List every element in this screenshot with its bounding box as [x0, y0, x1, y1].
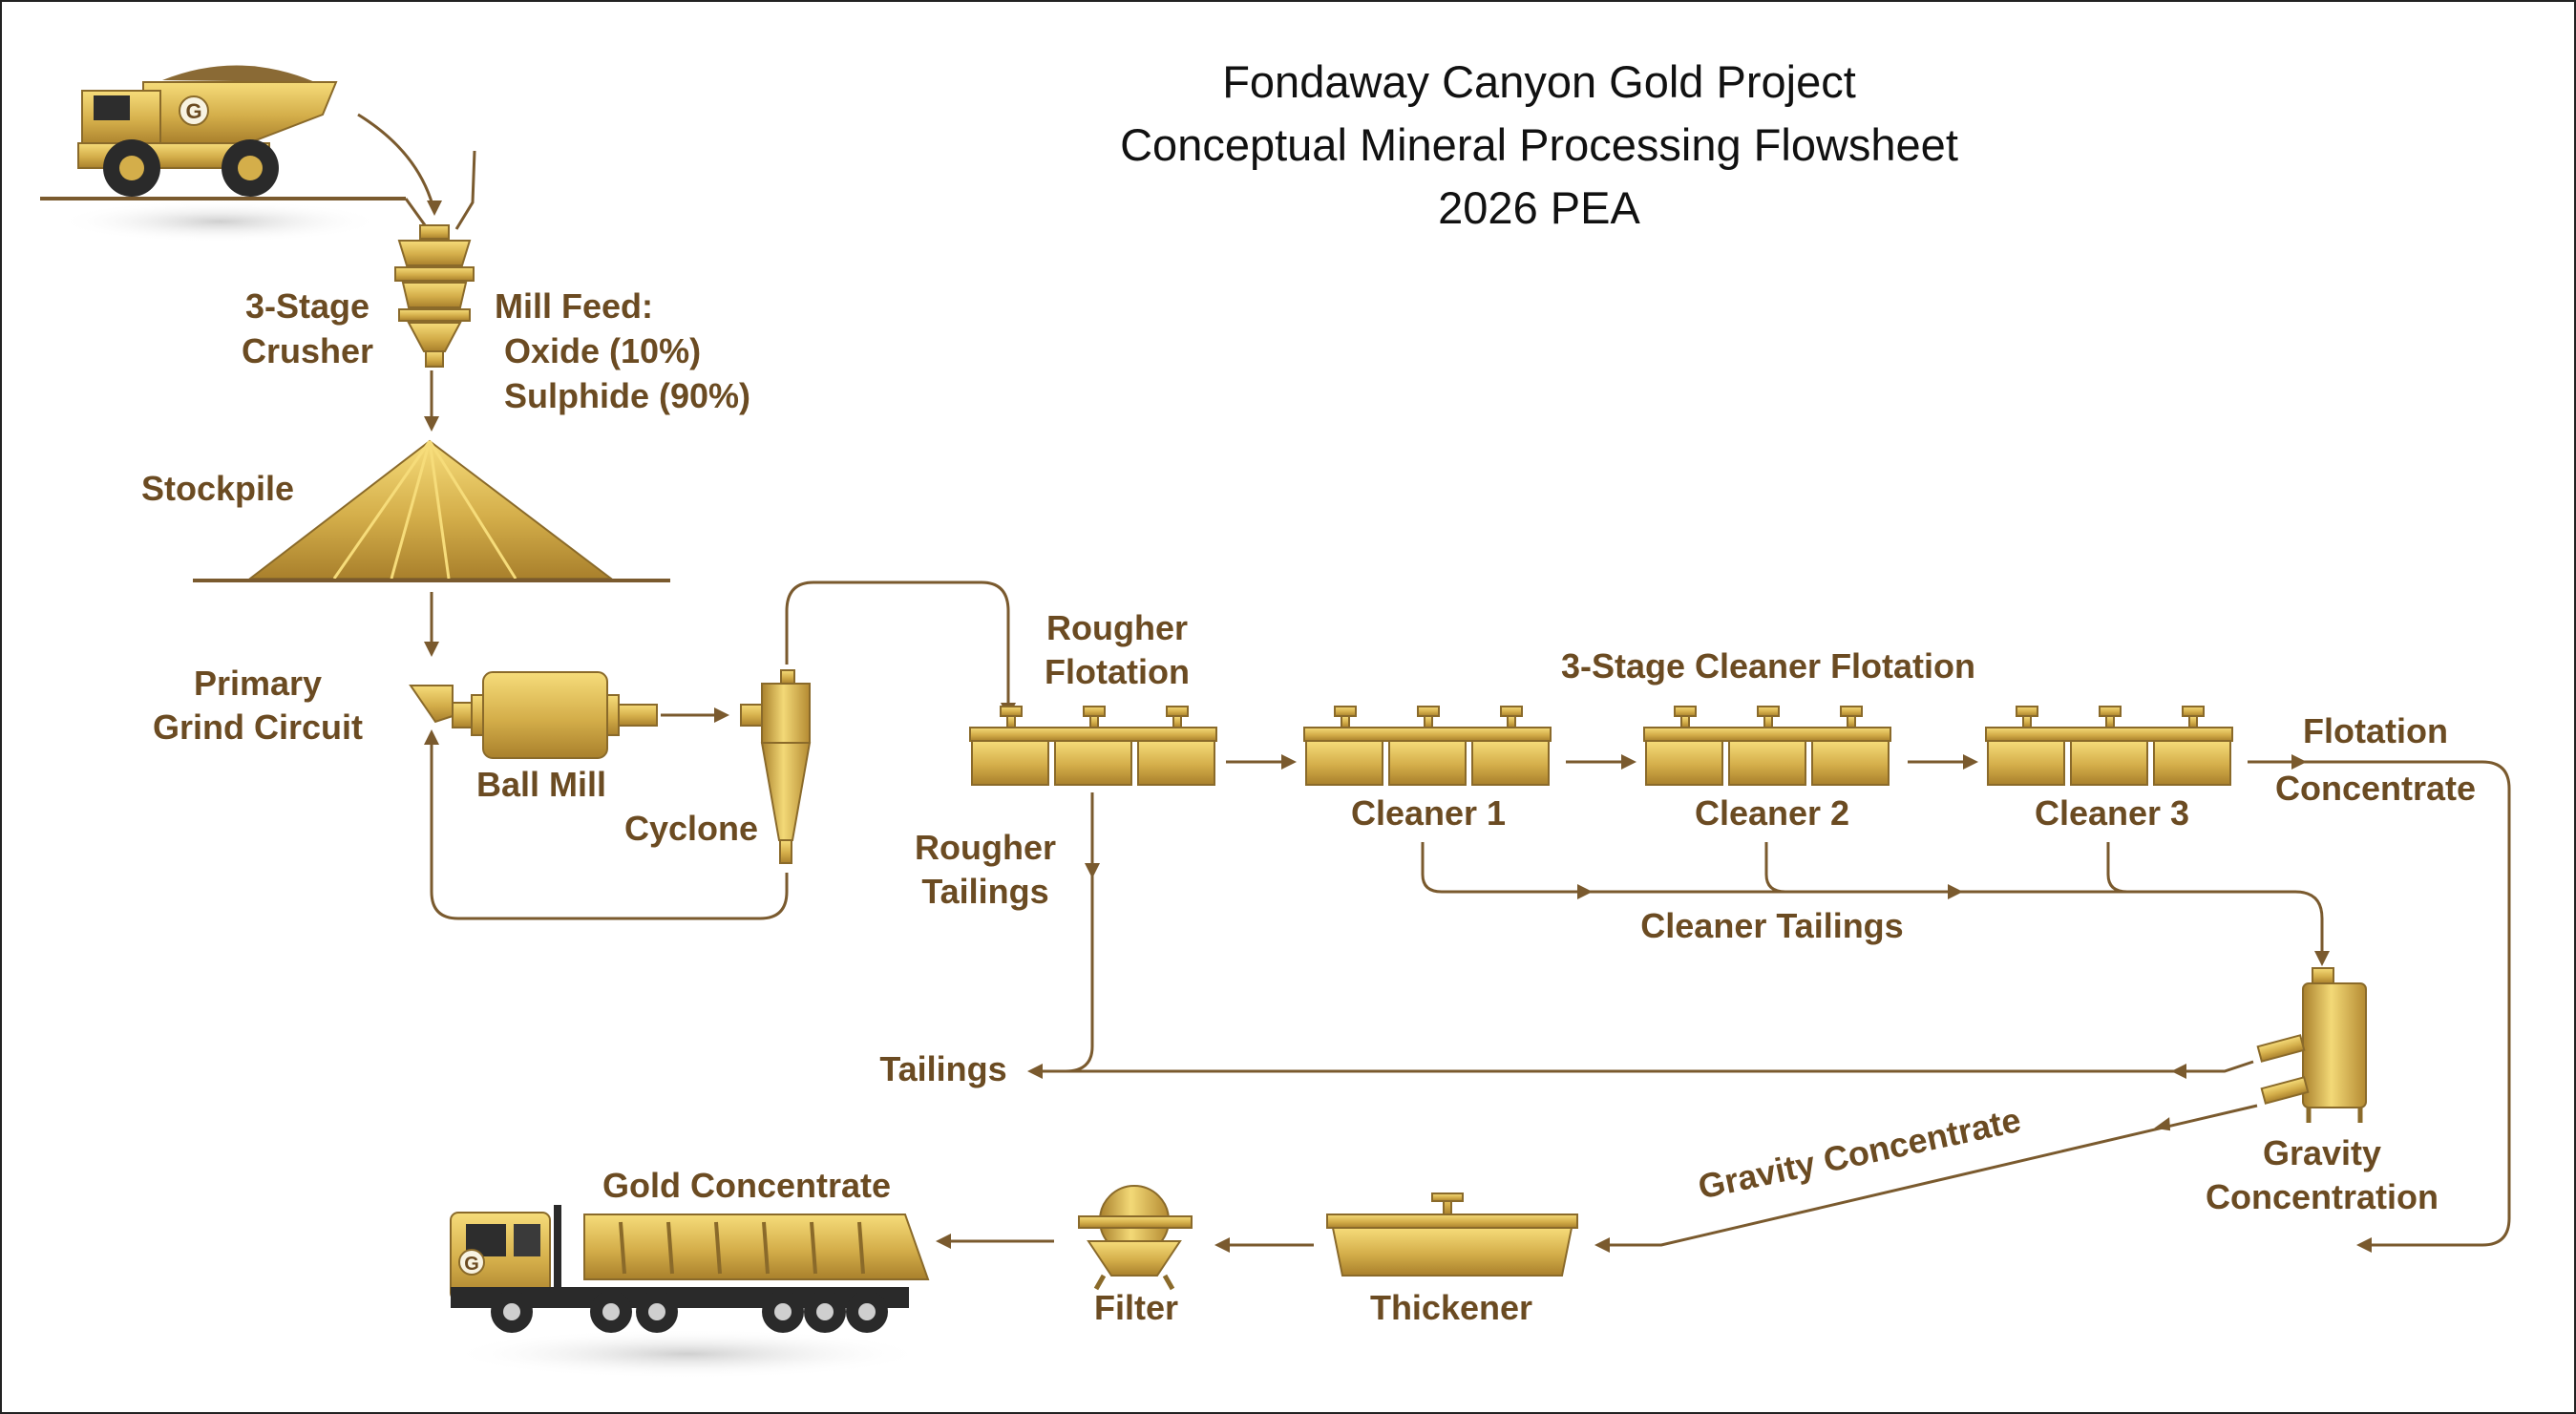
cleaner-1-label: Cleaner 1: [1351, 793, 1506, 833]
concentrate-truck-logo: G: [464, 1254, 479, 1275]
rougher-tailings-label-line2: Tailings: [921, 872, 1048, 911]
rougher-tailings-label-line1: Rougher: [915, 828, 1056, 867]
crusher-label-line1: 3-Stage: [245, 286, 370, 326]
gravity-concentration-label-line1: Gravity: [2263, 1133, 2381, 1172]
filter-icon: [1078, 1185, 1193, 1291]
ball-mill-icon: [409, 671, 658, 759]
crusher-label-line2: Crusher: [242, 331, 373, 370]
diagram-title: Fondaway Canyon Gold Project: [1222, 56, 1856, 107]
cleaner-flotation-label: 3-Stage Cleaner Flotation: [1561, 646, 1975, 686]
cleaner-3-cells-icon: [1985, 706, 2233, 786]
cyclone-label: Cyclone: [624, 809, 758, 848]
rougher-flotation-label-line2: Flotation: [1045, 652, 1190, 691]
haul-truck-logo: G: [185, 99, 201, 123]
gold-concentrate-label: Gold Concentrate: [602, 1166, 891, 1205]
flotation-concentrate-label-line2: Concentrate: [2275, 769, 2476, 808]
diagram-study-label: 2026 PEA: [1438, 182, 1640, 233]
rougher-flotation-label-line1: Rougher: [1046, 608, 1188, 647]
primary-grind-label-line1: Primary: [194, 664, 322, 703]
stockpile-label: Stockpile: [141, 469, 294, 508]
filter-label: Filter: [1094, 1288, 1178, 1327]
gravity-concentrator-icon: [2256, 967, 2367, 1123]
mill-feed-label: Mill Feed:: [495, 286, 653, 326]
cleaner-tailings-label: Cleaner Tailings: [1640, 906, 1903, 945]
rougher-flotation-cells-icon: [969, 706, 1217, 786]
concentrate-truck-icon: G: [449, 1205, 930, 1379]
thickener-label: Thickener: [1370, 1288, 1532, 1327]
stockpile-icon: [193, 439, 670, 582]
thickener-icon: [1326, 1192, 1578, 1277]
primary-grind-label-line2: Grind Circuit: [153, 707, 363, 747]
cleaner-2-cells-icon: [1643, 706, 1891, 786]
ball-mill-label: Ball Mill: [476, 765, 606, 804]
crusher-icon: [394, 224, 475, 368]
cyclone-icon: [740, 669, 812, 864]
diagram-subtitle: Conceptual Mineral Processing Flowsheet: [1120, 119, 1958, 170]
cleaner-3-label: Cleaner 3: [2035, 793, 2189, 833]
mill-feed-oxide: Oxide (10%): [504, 331, 701, 370]
flotation-concentrate-label-line1: Flotation: [2303, 711, 2448, 750]
gravity-concentration-label-line2: Concentration: [2206, 1177, 2439, 1216]
mill-feed-sulphide: Sulphide (90%): [504, 376, 750, 415]
tailings-label: Tailings: [879, 1049, 1006, 1088]
haul-truck-icon: G: [40, 65, 406, 243]
cleaner-1-cells-icon: [1303, 706, 1552, 786]
gravity-concentrate-label: Gravity Concentrate: [1695, 1100, 2024, 1207]
cleaner-2-label: Cleaner 2: [1695, 793, 1849, 833]
